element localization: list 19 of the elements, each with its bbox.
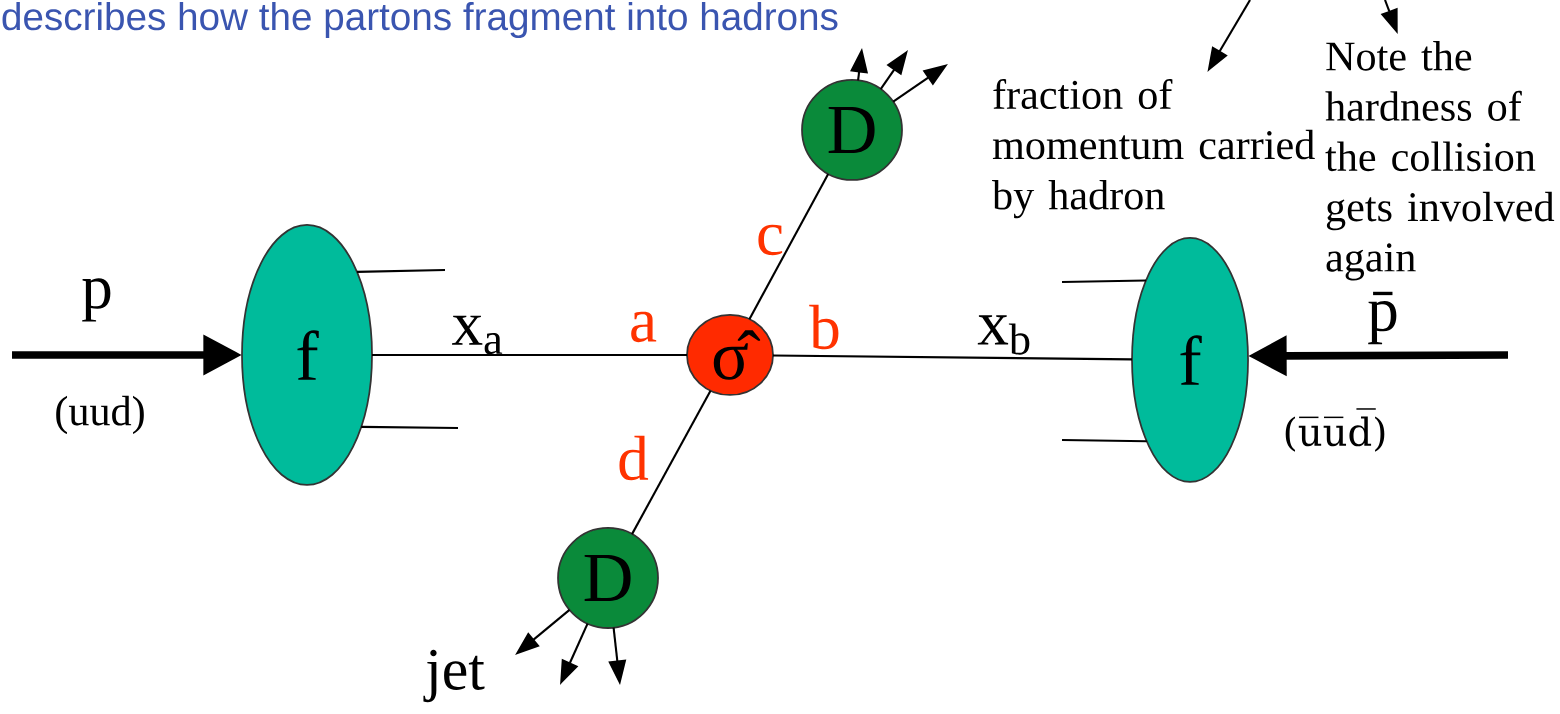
label: x$_{a}$ [452, 315, 503, 355]
line [372, 353, 687, 357]
line [631, 390, 712, 535]
label: p [82, 278, 111, 322]
label: p̄ [1368, 291, 1397, 345]
label: b [809, 304, 839, 350]
line [356, 268, 446, 273]
label: d [619, 435, 649, 481]
line [1062, 438, 1147, 443]
line [748, 173, 830, 320]
line [1062, 279, 1146, 284]
label: jet [423, 649, 485, 703]
label: c [758, 224, 783, 256]
annotation-text: fraction of momentum carried by hadron [992, 79, 1315, 219]
label: x$_{b}$ [977, 315, 1030, 355]
annotation-text: Note the hardness of the collision gets involved again [1325, 41, 1555, 281]
label: a [631, 311, 657, 343]
line [773, 354, 1133, 361]
line [361, 425, 459, 430]
